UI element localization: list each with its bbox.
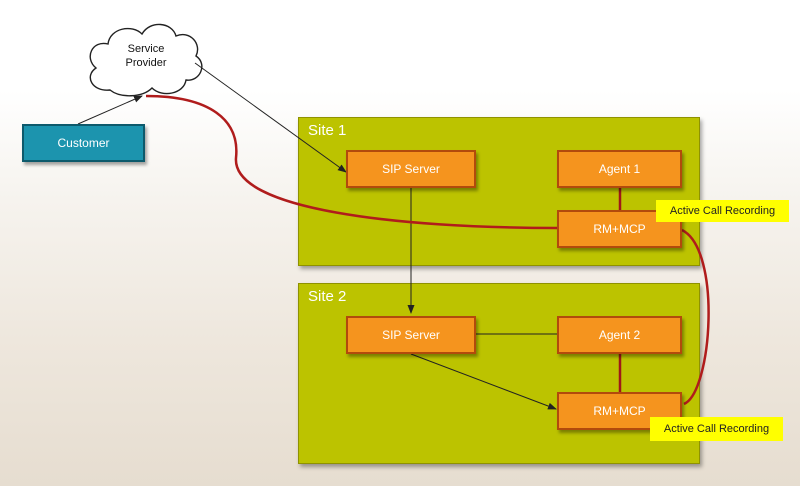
site-2-agent-label: Agent 2 [598, 328, 641, 342]
arrow-provider-to-sip1 [194, 62, 347, 173]
customer-node[interactable]: Customer [22, 124, 145, 162]
site-2-recording-tag-label: Active Call Recording [663, 423, 770, 435]
site-2-label: Site 2 [308, 288, 347, 305]
site-2-rm-mcp-label: RM+MCP [593, 404, 646, 418]
service-provider-line2: Provider [125, 57, 167, 69]
site-1-label: Site 1 [308, 122, 347, 139]
site-1-container: Site 1 [298, 117, 700, 266]
site-2-recording-tag: Active Call Recording [650, 417, 783, 441]
site-2-sip-server-label: SIP Server [382, 328, 440, 342]
arrow-sip2-to-rmmcp2 [410, 353, 557, 410]
site-1-sip-server[interactable]: SIP Server [346, 150, 476, 188]
media-path-customer-to-rmmcp1 [145, 94, 558, 230]
service-provider-line1: Service [127, 43, 165, 55]
site-1-recording-tag: Active Call Recording [656, 200, 789, 222]
service-provider-label: Service Provider [108, 42, 184, 70]
site-1-sip-server-label: SIP Server [382, 162, 440, 176]
site-1-recording-tag-label: Active Call Recording [669, 205, 776, 217]
site-1-agent-label: Agent 1 [598, 162, 641, 176]
cloud-icon [89, 23, 203, 97]
customer-label: Customer [57, 136, 110, 150]
media-path-rmmcp1-to-rmmcp2 [681, 228, 710, 406]
site-1-agent[interactable]: Agent 1 [557, 150, 682, 188]
site-2-sip-server[interactable]: SIP Server [346, 316, 476, 354]
arrow-customer-to-provider [77, 95, 143, 125]
site-2-agent[interactable]: Agent 2 [557, 316, 682, 354]
site-2-container: Site 2 [298, 283, 700, 464]
site-1-rm-mcp[interactable]: RM+MCP [557, 210, 682, 248]
site-1-rm-mcp-label: RM+MCP [593, 222, 646, 236]
